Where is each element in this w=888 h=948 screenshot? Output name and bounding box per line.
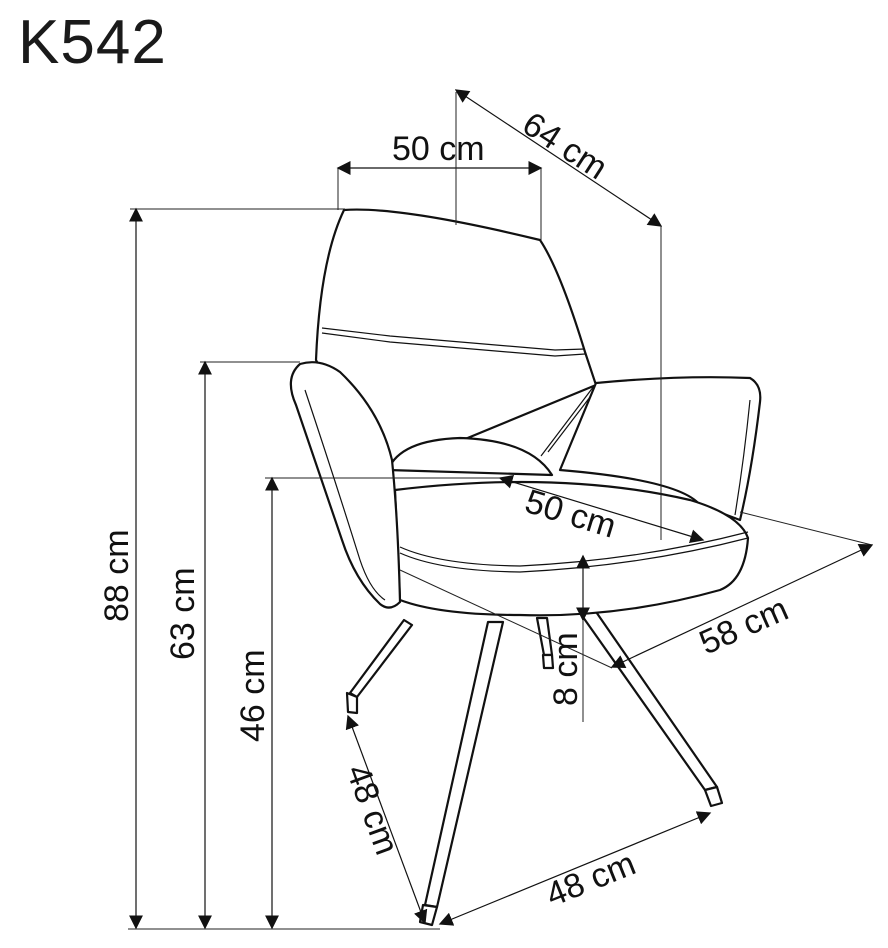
- label-base-right: 48 cm: [541, 844, 641, 914]
- product-code-title: K542: [18, 8, 167, 77]
- dimension-lines: [128, 89, 874, 930]
- label-total-height: 88 cm: [98, 529, 136, 622]
- label-total-depth: 58 cm: [694, 590, 794, 662]
- label-diagonal-top: 64 cm: [516, 105, 614, 187]
- dimension-base-right: [438, 811, 712, 926]
- dimension-seat-height: [265, 476, 505, 930]
- chair-legs: [345, 604, 724, 927]
- label-armrest-height: 63 cm: [164, 567, 202, 660]
- dimension-seat-depth: [498, 474, 705, 544]
- label-foot-clearance: 8 cm: [547, 632, 585, 706]
- chair-backrest: [314, 208, 601, 472]
- label-seat-height: 46 cm: [234, 649, 272, 742]
- dimension-armrest-height: [198, 360, 300, 930]
- label-base-left: 48 cm: [338, 760, 405, 860]
- chair-back-cushion: [386, 436, 554, 477]
- chair-left-armrest: [289, 361, 402, 609]
- dimension-base-left: [345, 714, 428, 925]
- dimension-total-height: [129, 207, 345, 930]
- label-width-top: 50 cm: [392, 130, 485, 168]
- dimension-total-depth: [399, 511, 874, 669]
